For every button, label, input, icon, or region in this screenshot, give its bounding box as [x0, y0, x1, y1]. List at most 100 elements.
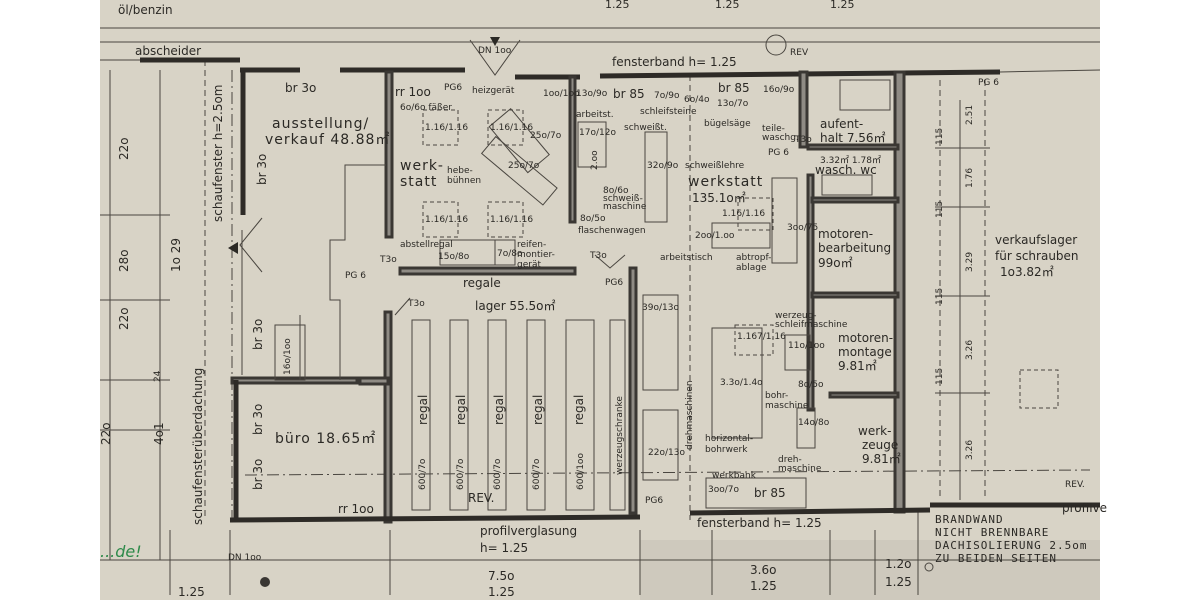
label-regal-size-5: 600/1oo	[576, 453, 586, 490]
shadow	[640, 540, 1100, 600]
label-dreh-size-220: 22o/13o	[648, 448, 685, 458]
label-teile-size: 16o/9o	[763, 85, 795, 95]
label-aufenthalt: aufent-	[820, 117, 863, 131]
label-schweisslehre: schweißlehre	[685, 161, 745, 171]
green-handwritten-note: ...de!	[100, 542, 142, 561]
label-verkaufslager-area: 1o3.82㎡	[1000, 265, 1054, 279]
label-abstellregal-size: 15o/8o	[438, 252, 470, 262]
label-dim-200: 2.oo	[590, 150, 600, 170]
label-hebebuehnen: hebe-	[447, 166, 473, 176]
label-motorenbearbeitung2: bearbeitung	[818, 241, 891, 255]
top-dim-3: 1.25	[830, 0, 855, 11]
label-verkaufslager2: für schrauben	[995, 249, 1079, 263]
dim-125-a: 1.25	[488, 585, 515, 599]
label-abtropf: abtropf-	[736, 253, 771, 263]
label-dim-100-100: 1oo/1oo	[543, 89, 580, 99]
label-motorenbearbeitung-area: 99o㎡	[818, 256, 853, 270]
label-drehmaschine2: maschine	[778, 464, 822, 474]
label-fensterband-top: fensterband h= 1.25	[612, 55, 737, 69]
label-flaschenwagen: flaschenwagen	[578, 226, 646, 236]
label-reifen-size: 7o/8o	[497, 249, 523, 259]
dim-360: 3.6o	[750, 563, 776, 577]
label-werkbank-size: 3oo/7o	[708, 485, 739, 495]
revision-shaft-icon	[765, 34, 787, 56]
vdim-1029: 1o 29	[169, 238, 183, 272]
label-werkzeugschleif2: schleifmaschine	[775, 320, 848, 330]
label-brandwand-1: BRANDWAND	[935, 513, 1004, 526]
label-t30-a: T3o	[379, 255, 397, 265]
rdim-115-4: 115	[935, 368, 945, 385]
label-buero: büro 18.65㎡	[275, 431, 376, 447]
label-drehmaschine: dreh-	[778, 455, 802, 465]
label-abstellregal: abstellregal	[400, 240, 453, 250]
label-motorenmontage-area: 9.81㎡	[838, 359, 877, 373]
label-t30-b: T3o	[589, 251, 607, 261]
label-m-size-140: 14o/8o	[798, 418, 830, 428]
dim-120: 1.2o	[885, 557, 911, 571]
label-motorenmontage: motoren-	[838, 331, 893, 345]
label-t30-d: T3o	[794, 135, 812, 145]
label-pg6-b: PG 6	[345, 271, 366, 281]
label-drehmaschinen: drehmaschinen	[685, 380, 695, 450]
label-schweissmaschine2: maschine	[603, 202, 647, 212]
top-dim-2: 1.25	[715, 0, 740, 11]
label-lift-main: 1.16/1.16	[722, 209, 765, 219]
label-lift-diag2: 25o/7o	[508, 161, 540, 171]
label-schweisst: schweißt.	[624, 123, 667, 133]
label-geraet: gerät	[517, 260, 541, 270]
label-ablage: ablage	[736, 263, 767, 273]
label-dn100-top: DN 1oo	[478, 46, 512, 56]
label-regal-1: regal	[416, 395, 430, 425]
label-desk: 16o/1oo	[283, 338, 293, 375]
vdim-220-b: 22o	[117, 307, 131, 330]
label-t30-c: T3o	[407, 299, 425, 309]
label-pg6-a: PG6	[444, 83, 462, 93]
rdim-326-a: 3.26	[965, 340, 975, 360]
label-rr100-bottom: rr 1oo	[338, 502, 374, 516]
label-motorenmontage2: montage	[838, 345, 892, 359]
walls	[140, 57, 1101, 524]
reference-lines	[100, 27, 1100, 595]
label-motorenbearbeitung: motoren-	[818, 227, 873, 241]
label-reifen: reifen-	[517, 240, 546, 250]
label-dn100-bottom: DN 1oo	[228, 553, 262, 563]
label-buegelsaege-size: 13o/7o	[717, 99, 749, 109]
dn-arrow-icon	[490, 37, 500, 46]
label-brandwand-2: NICHT BRENNBARE	[935, 526, 1049, 539]
label-regal-size-3: 600/7o	[493, 458, 503, 490]
label-aufenthalt2: halt 7.56㎡	[820, 131, 886, 145]
label-pg6-f: PG 6	[978, 78, 999, 88]
label-schweissmaschine-size: 8o/6o	[603, 186, 629, 196]
label-dreh-size-390: 39o/13o	[642, 303, 679, 313]
label-montier: montier-	[517, 250, 555, 260]
label-brandwand-3: DACHISOLIERUNG 2.5om	[935, 539, 1087, 552]
label-lift-size-4: 1.16/1.16	[490, 215, 533, 225]
label-br30-d: br 3o	[251, 404, 265, 435]
equipment	[274, 79, 1059, 509]
label-lift-diag1: 25o/7o	[530, 131, 562, 141]
label-br85-c: br 85	[754, 486, 786, 500]
label-werkzeuge: werk-	[858, 424, 891, 438]
label-schaufensterueberdachung: schaufensterüberdachung	[191, 368, 205, 525]
label-profilverglasung-h: h= 1.25	[480, 541, 528, 555]
label-bohrmaschine2: maschine	[765, 401, 809, 411]
vdim-24: 24	[153, 370, 163, 382]
label-ausstellung: ausstellung/	[272, 116, 369, 132]
door-arrow-icon	[228, 242, 238, 254]
symbols	[228, 34, 934, 587]
label-bohrmaschine: bohr-	[765, 391, 788, 401]
label-regal-2: regal	[454, 395, 468, 425]
dim-750: 7.5o	[488, 569, 514, 583]
label-m-size-110: 11o/1oo	[788, 341, 825, 351]
rdim-329: 3.29	[965, 252, 975, 272]
regal-racks	[411, 319, 626, 511]
label-rr100-top: rr 1oo	[395, 85, 431, 99]
label-buegelsaege: bügelsäge	[704, 119, 751, 129]
label-schleif-size: 6o/4o	[684, 95, 710, 105]
label-regale: regale	[463, 276, 501, 290]
paper-photo	[100, 0, 1100, 600]
label-dim-70-90: 7o/9o	[654, 91, 680, 101]
label-werkstatt-left: werk-	[400, 158, 444, 174]
label-hebebuehnen2: bühnen	[447, 176, 481, 186]
